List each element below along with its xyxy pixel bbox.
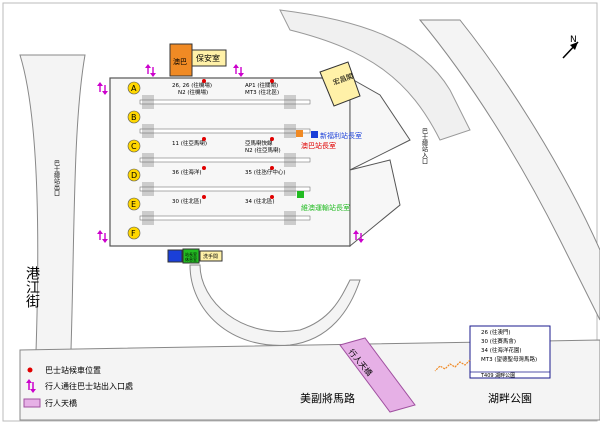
legend-arrow-label: 行人通往巴士站出入口處 xyxy=(45,381,133,391)
bus-stop-dot xyxy=(270,166,274,170)
lane-letter-circle xyxy=(127,226,141,240)
route-box-line: MT3 (望德聖母灣馬路) xyxy=(481,355,537,363)
exit-left-label: 巴士總站出口 xyxy=(53,160,60,197)
compass: N xyxy=(562,35,579,59)
lane-letter-circle xyxy=(127,110,141,124)
route-box-footer: T409 湖畔公園 xyxy=(480,372,515,379)
tcm-box xyxy=(297,191,304,198)
route-box-line: 30 (往賽馬會) xyxy=(481,337,516,345)
route-box-line: 34 (往海洋花園) xyxy=(481,346,522,354)
lane-route-left: 11 (往亞馬喇) xyxy=(172,139,207,147)
aoba-label: 澳巴站長室 xyxy=(301,141,336,150)
lane-route-left: 26, 26 (往機場) xyxy=(172,81,212,89)
entrance-arrow-icon xyxy=(145,64,156,77)
xinfu-box xyxy=(311,131,318,138)
lane-island xyxy=(139,99,311,105)
lane-route-right2: N2 (往亞馬喇) xyxy=(245,146,281,154)
lane-island xyxy=(139,186,311,192)
entrance-arrow-icon xyxy=(353,230,364,243)
lane-route-left: 36 (往海洋) xyxy=(172,168,202,176)
kiosk3-label: 洗手間 xyxy=(203,253,218,260)
lake-park-label: 湖畔公園 xyxy=(488,392,532,405)
lane-route-right: 亞馬喇快線 xyxy=(245,139,273,147)
lane-letter: C xyxy=(131,142,137,151)
route-pointer xyxy=(434,359,471,372)
entrance-arrows xyxy=(97,64,364,243)
legend-dot-label: 巴士站候車位置 xyxy=(45,365,101,375)
security-building: 澳巴 保安室 xyxy=(169,43,227,77)
xinfu-label: 新福利站長室 xyxy=(320,131,362,140)
lane-route-right2: MT3 (往北區) xyxy=(245,88,279,96)
security-room xyxy=(191,49,227,67)
lane-letter: A xyxy=(131,84,137,93)
stop-dots xyxy=(202,79,274,199)
lane-letter: B xyxy=(131,113,137,122)
roads xyxy=(19,19,600,421)
compass-label: N xyxy=(570,35,577,45)
bus-stop-dot xyxy=(270,195,274,199)
right-top-building: 宏昌閣 xyxy=(319,61,361,107)
bus-stop-dot xyxy=(270,137,274,141)
lane-letter-circle xyxy=(127,139,141,153)
legend-dot-icon xyxy=(27,367,33,373)
bus-stop-dot xyxy=(202,166,206,170)
lane-island xyxy=(139,215,311,221)
top-road xyxy=(279,9,471,141)
entrance-arrow-icon xyxy=(233,64,244,77)
route-box-frame xyxy=(469,325,551,379)
entrance-arrow-icon xyxy=(97,82,108,95)
legend-bridge-label: 行人天橋 xyxy=(45,398,77,408)
bus-stop-dot xyxy=(202,137,206,141)
lane-islands xyxy=(139,95,311,225)
lane-letter-circle xyxy=(127,81,141,95)
kiosks: 站長室 休息室 洗手間 xyxy=(167,248,223,264)
route-box: 26 (往澳門)30 (往賽馬會)34 (往海洋花園)MT3 (望德聖母灣馬路)… xyxy=(434,325,551,379)
lane-route-right: 34 (往北區) xyxy=(245,197,275,205)
terminal-extension xyxy=(349,77,411,171)
lane-letter: F xyxy=(131,229,136,238)
kiosk2-label: 休息室 xyxy=(185,256,197,262)
lane-letters: A B C D E F xyxy=(127,81,141,240)
lane-routes: 26, 26 (往機場)N2 (往機場) AP1 (往關閘)MT3 (往北區) 11… xyxy=(172,81,286,205)
gangjiang-label: 港江街 xyxy=(24,266,40,308)
lane-route-right: AP1 (往關閘) xyxy=(245,81,278,89)
lane-letter-circle xyxy=(127,168,141,182)
security-label: 保安室 xyxy=(196,53,220,63)
lane-route-left: 30 (往北區) xyxy=(172,197,202,205)
bus-stop-dot xyxy=(270,79,274,83)
lane-island xyxy=(139,128,311,134)
legend-bridge-icon xyxy=(23,398,41,408)
terminal-extension-lower xyxy=(349,159,401,248)
lane-route-left2: N2 (往機場) xyxy=(178,88,208,96)
mei-fu-road-label: 美副將馬路 xyxy=(300,391,355,405)
aoba-box xyxy=(296,130,303,137)
lane-island xyxy=(139,157,311,163)
lane-route-right: 35 (往氹仔中心) xyxy=(245,168,286,176)
bus-stop-dot xyxy=(202,79,206,83)
legend-arrow-icon xyxy=(26,379,36,393)
lane-letter: D xyxy=(131,171,137,180)
legend: 巴士站候車位置 行人通往巴士站出入口處 行人天橋 xyxy=(23,365,133,408)
macau-label: 澳巴 xyxy=(173,57,187,66)
bus-stop-dot xyxy=(202,195,206,199)
lane-letter-circle xyxy=(127,197,141,211)
exit-right-label: 巴士總站入口 xyxy=(421,128,428,165)
entrance-arrow-icon xyxy=(97,230,108,243)
tcm-label: 維澳運輸站長室 xyxy=(301,203,350,212)
route-box-line: 26 (往澳門) xyxy=(481,328,511,336)
lane-letter: E xyxy=(131,200,136,209)
kiosk1-label: 站長室 xyxy=(185,251,197,257)
